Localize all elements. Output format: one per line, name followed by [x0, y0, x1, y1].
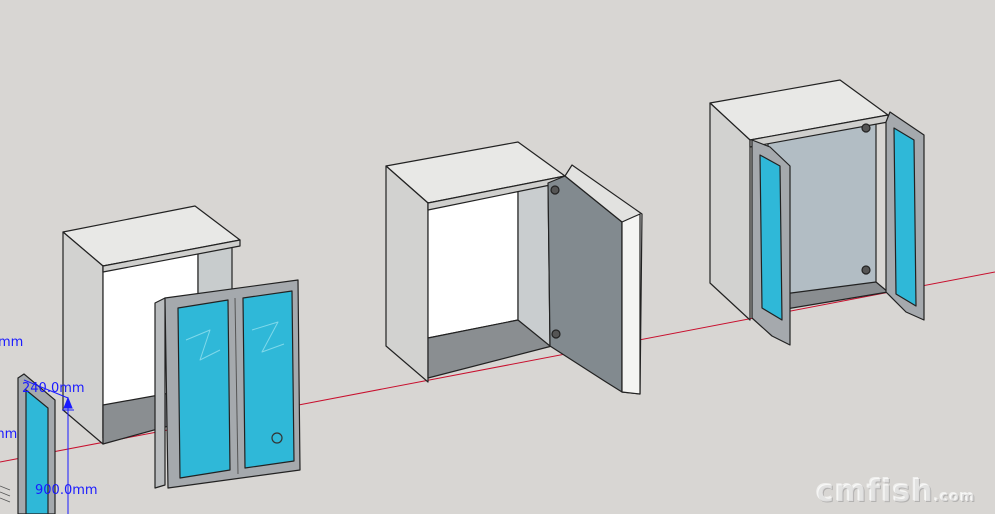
selected-panel[interactable]: [17, 373, 56, 514]
dimension-label-mid-partial: mm: [0, 427, 18, 442]
watermark-text: cmfish: [816, 474, 934, 509]
cabinet-2-interior-side: [517, 179, 551, 347]
door-1-glass-left-glare: [185, 329, 221, 361]
selected-panel-glass: [25, 388, 49, 514]
watermark-logo: cmfish.com: [816, 474, 975, 509]
door-1-glass-left: [177, 299, 231, 479]
ground-hatch: [0, 485, 11, 503]
dimension-guides: [23, 379, 74, 514]
door-2-hinge-bottom-icon: [551, 329, 561, 339]
door-1-glass-right: [242, 290, 295, 469]
cabinet-2-side: [385, 165, 429, 383]
cabinet-3-side: [709, 102, 751, 321]
door-1-glass-right-glare: [251, 321, 285, 353]
cabinet-model-1[interactable]: [62, 205, 301, 489]
dimension-label-height: 900.0mm: [35, 483, 98, 498]
dimension-label-width: 240.0mm: [22, 381, 85, 396]
cabinet-model-3[interactable]: [709, 79, 925, 346]
watermark-suffix: .com: [933, 489, 976, 505]
cabinet-model-2[interactable]: [385, 141, 643, 395]
cabinet-3-bolt-top-icon: [861, 123, 871, 133]
width-dimension-line: [23, 379, 69, 399]
cabinet-1-side: [62, 231, 104, 445]
cabinet-2-interior-back: [427, 185, 519, 339]
door-2-hinge-top-icon: [550, 185, 560, 195]
cabinet-1-front-lip: [102, 239, 241, 273]
door-3-left-glass: [759, 154, 783, 321]
dimension-arrow-icon: [63, 396, 73, 409]
door-2-outer-face: [621, 213, 641, 395]
door-1-mullion: [234, 297, 239, 475]
red-axis-line: [0, 271, 995, 463]
cabinet-3-bolt-bottom-icon: [861, 265, 871, 275]
dimension-label-top-partial: mm: [0, 335, 24, 350]
door-3-right-glass: [893, 127, 917, 307]
door-1-lock-icon: [271, 432, 283, 444]
door-1-edge: [154, 297, 166, 489]
